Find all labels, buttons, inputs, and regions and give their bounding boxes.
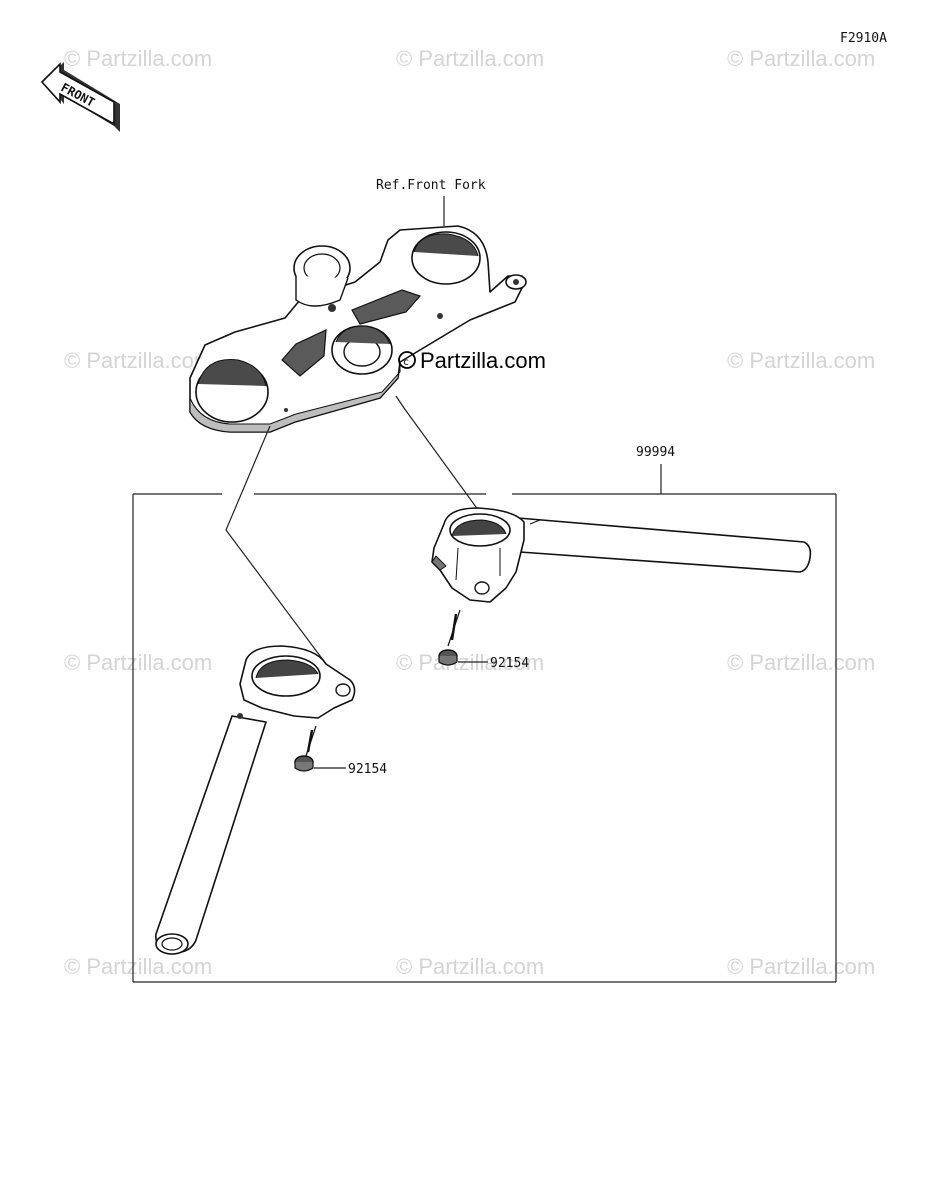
lower-bolt-part-number: 92154 bbox=[348, 762, 387, 777]
watermark: © Partzilla.com bbox=[64, 348, 212, 373]
kit-frame bbox=[132, 493, 837, 983]
watermark: © Partzilla.com bbox=[396, 46, 544, 71]
ref-front-fork-label: Ref.Front Fork bbox=[376, 178, 486, 193]
diagram-code: F2910A bbox=[840, 31, 887, 46]
center-watermark-text: Partzilla.com bbox=[420, 348, 546, 373]
upper-bolt bbox=[438, 609, 461, 666]
watermark-grid: © Partzilla.com © Partzilla.com © Partzi… bbox=[64, 46, 875, 979]
kit-part-number: 99994 bbox=[636, 445, 675, 460]
center-watermark: c Partzilla.com bbox=[398, 348, 546, 373]
left-clip-on-handlebar bbox=[155, 645, 356, 955]
watermark: © Partzilla.com bbox=[64, 954, 212, 979]
right-clip-on-handlebar bbox=[431, 507, 812, 603]
svg-text:c: c bbox=[403, 357, 409, 368]
watermark: © Partzilla.com bbox=[727, 348, 875, 373]
watermark: © Partzilla.com bbox=[727, 650, 875, 675]
watermark: © Partzilla.com bbox=[64, 650, 212, 675]
upper-bolt-part-number: 92154 bbox=[490, 656, 529, 671]
watermark: © Partzilla.com bbox=[727, 954, 875, 979]
front-arrow-icon: FRONT bbox=[40, 62, 120, 132]
watermark: © Partzilla.com bbox=[396, 954, 544, 979]
lower-bolt bbox=[294, 725, 317, 772]
watermark: © Partzilla.com bbox=[727, 46, 875, 71]
top-triple-clamp bbox=[189, 225, 527, 433]
watermark: © Partzilla.com bbox=[64, 46, 212, 71]
